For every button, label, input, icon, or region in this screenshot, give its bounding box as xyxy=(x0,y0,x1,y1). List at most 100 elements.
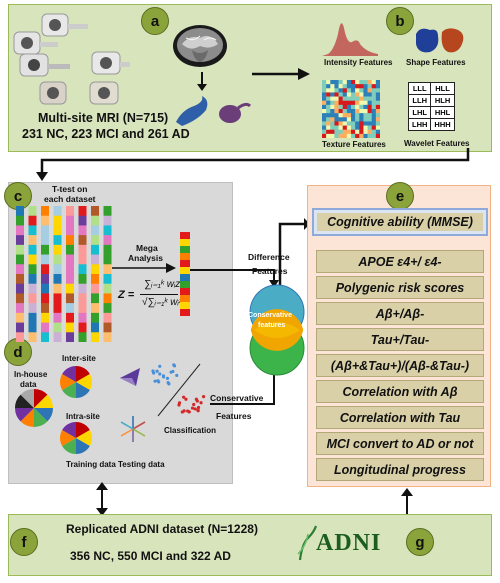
badge-f: f xyxy=(10,528,38,556)
feature-cell xyxy=(66,303,74,314)
feature-cell xyxy=(41,322,49,333)
feature-cell xyxy=(41,206,49,217)
feature-cell xyxy=(41,293,49,304)
feature-cell xyxy=(66,254,74,265)
texture-cell xyxy=(359,96,364,101)
texture-cell xyxy=(351,125,356,130)
texture-cell xyxy=(359,80,364,85)
feature-cell xyxy=(103,312,112,323)
feature-cell xyxy=(103,244,112,255)
cognitive-header-box: Cognitive ability (MMSE) xyxy=(312,208,488,236)
feature-cell xyxy=(16,274,24,285)
texture-cell xyxy=(359,84,364,89)
texture-cell xyxy=(359,104,364,110)
feature-cell xyxy=(78,274,87,285)
e-item-abeta-tau: (Aβ+&Tau+)/(Aβ-&Tau-) xyxy=(316,354,484,377)
texture-cell xyxy=(355,100,360,106)
e-item-polygenic: Polygenic risk scores xyxy=(316,276,484,299)
texture-cell xyxy=(351,117,356,122)
texture-cell xyxy=(371,100,377,106)
feature-cell xyxy=(91,225,99,236)
intrasite-pie xyxy=(60,422,92,454)
feature-cell xyxy=(91,312,99,323)
feature-cell xyxy=(28,264,37,275)
texture-cell xyxy=(355,80,360,85)
scatter-point xyxy=(196,405,201,410)
texture-cell xyxy=(342,125,348,130)
texture-cell xyxy=(322,133,327,138)
texture-cell xyxy=(330,96,335,101)
texture-cell xyxy=(359,109,364,114)
pie-slice xyxy=(62,366,76,382)
wavelet-features-label: Wavelet Features xyxy=(404,139,470,148)
texture-cell xyxy=(359,117,364,122)
badge-d: d xyxy=(4,338,32,366)
texture-cell xyxy=(334,125,339,130)
texture-cell xyxy=(367,96,372,101)
texture-cell xyxy=(322,121,327,126)
texture-cell xyxy=(338,84,343,89)
texture-cell xyxy=(326,84,331,89)
texture-cell xyxy=(342,133,348,138)
feature-cell xyxy=(66,215,74,226)
texture-cell xyxy=(351,113,356,118)
texture-cell xyxy=(367,100,372,106)
texture-cell xyxy=(346,117,352,122)
ttest-label-line1: T-test on xyxy=(52,184,88,194)
texture-cell xyxy=(326,113,331,118)
feature-cell xyxy=(41,274,49,285)
mega-cell xyxy=(180,288,190,296)
texture-cell xyxy=(351,133,356,138)
texture-cell xyxy=(367,109,372,114)
formula-numerator: ∑ᵢ₌₁ᵏ wᵢzᵢ xyxy=(144,279,182,290)
feature-cell xyxy=(28,303,37,314)
texture-cell xyxy=(355,117,360,122)
texture-cell xyxy=(355,113,360,118)
feature-cell xyxy=(28,254,37,265)
scatter-point xyxy=(201,395,206,399)
scatter-point xyxy=(186,409,190,413)
feature-cell xyxy=(78,244,87,255)
feature-cell xyxy=(66,332,74,342)
feature-cell xyxy=(53,264,62,275)
texture-cell xyxy=(338,104,343,110)
texture-cell xyxy=(330,92,335,97)
texture-cell xyxy=(330,133,335,138)
texture-cell xyxy=(363,133,368,138)
texture-cell xyxy=(346,133,352,138)
feature-cell xyxy=(16,235,24,246)
mega-cell xyxy=(180,267,190,275)
ttest-label-line2: each dataset xyxy=(44,194,96,204)
pie-slice xyxy=(76,366,90,382)
feature-cell xyxy=(41,312,49,323)
texture-cell xyxy=(326,109,331,114)
e-item-longitudinal: Longitudinal progress xyxy=(316,458,484,481)
texture-cell xyxy=(359,100,364,106)
panel-a-title: Multi-site MRI (N=715) xyxy=(38,111,169,125)
texture-cell xyxy=(355,129,360,135)
texture-cell xyxy=(355,133,360,138)
e-item-corr-abeta: Correlation with Aβ xyxy=(316,380,484,403)
texture-cell xyxy=(375,121,380,126)
texture-cell xyxy=(334,88,339,93)
scatter-point xyxy=(158,372,162,376)
pie-slice xyxy=(15,394,34,408)
feature-cell xyxy=(78,254,87,265)
texture-cell xyxy=(326,125,331,130)
texture-cell xyxy=(334,113,339,118)
texture-cell xyxy=(338,125,343,130)
texture-cell xyxy=(375,100,380,106)
conservative-features-arrow-line2: Features xyxy=(216,411,252,421)
feature-cell xyxy=(16,254,24,265)
texture-cell xyxy=(338,113,343,118)
texture-cell xyxy=(342,109,348,114)
texture-cell xyxy=(375,96,380,101)
texture-cell xyxy=(342,84,348,89)
texture-cell xyxy=(355,109,360,114)
feature-cell xyxy=(16,303,24,314)
badge-a: a xyxy=(141,7,169,35)
adni-logo-icon xyxy=(297,525,318,561)
texture-cell xyxy=(338,100,343,106)
pie-slice xyxy=(76,422,90,438)
testing-data-label: Testing data xyxy=(118,460,165,469)
